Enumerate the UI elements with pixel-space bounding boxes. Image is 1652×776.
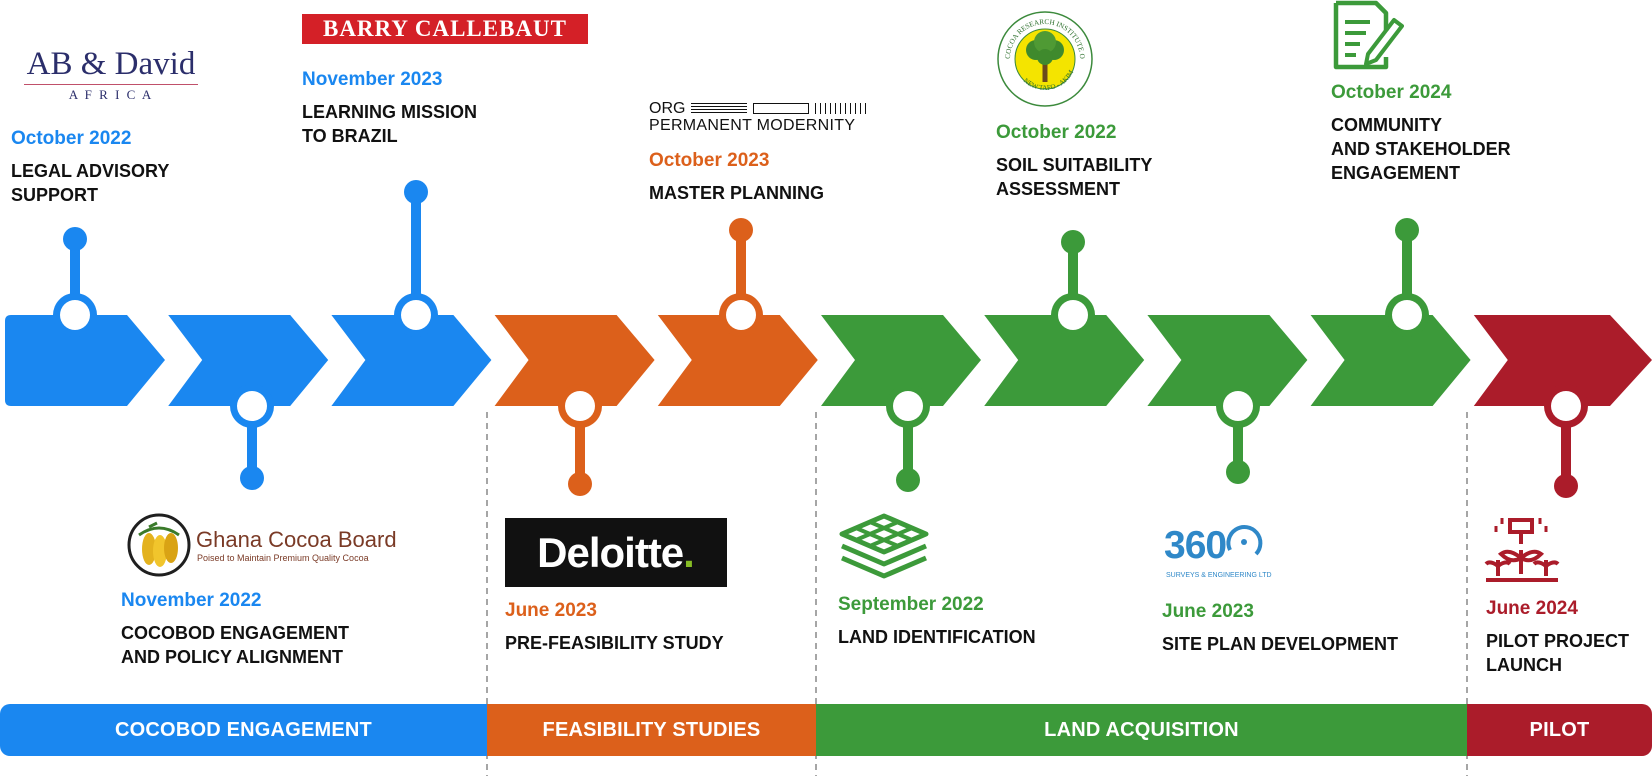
phase-feasibility-studies: FEASIBILITY STUDIES	[487, 704, 816, 756]
chevron-segment	[168, 315, 329, 406]
milestone-title-line: COCOBOD ENGAGEMENT	[121, 623, 350, 643]
phase-cocobod-engagement: COCOBOD ENGAGEMENT	[0, 704, 487, 756]
milestone-date: June 2023	[1162, 601, 1254, 622]
chevron-segment	[1310, 315, 1471, 406]
chevron-segment	[494, 315, 655, 406]
milestone-title-line: SUPPORT	[11, 185, 99, 205]
milestone-date: November 2023	[302, 69, 443, 90]
chevron-segment	[1473, 315, 1652, 406]
milestone-title: LEGAL ADVISORY SUPPORT	[11, 159, 169, 207]
document-edit-icon	[1333, 0, 1404, 70]
milestone-pin	[1216, 384, 1260, 484]
milestone-pin	[1544, 384, 1588, 498]
milestone-title-line: PRE-FEASIBILITY STUDY	[505, 633, 724, 653]
milestone-date: June 2024	[1486, 598, 1578, 619]
milestone-date: October 2024	[1331, 82, 1452, 103]
milestone-title-line: SITE PLAN DEVELOPMENT	[1162, 634, 1399, 654]
milestone-title-line: LEGAL ADVISORY	[11, 161, 170, 181]
milestone-title-line: ASSESSMENT	[996, 179, 1121, 199]
milestone-date: October 2023	[649, 150, 770, 171]
milestone-date: October 2022	[996, 122, 1117, 143]
milestone-title-line: MASTER PLANNING	[649, 183, 824, 203]
land-layers-icon	[839, 513, 929, 579]
milestone-title: PRE-FEASIBILITY STUDY	[505, 631, 724, 655]
milestone-title-line: LAUNCH	[1486, 655, 1562, 675]
chevron-segment	[331, 315, 492, 406]
milestone-title: COMMUNITY AND STAKEHOLDER ENGAGEMENT	[1331, 113, 1511, 185]
360-surveys-logo: 360 SURVEYS & ENGINEERING LTD	[1162, 520, 1272, 590]
arc-icon	[1226, 525, 1263, 556]
chevron-segment	[657, 315, 818, 406]
milestone-title-line: COMMUNITY	[1331, 115, 1442, 135]
barry-callebaut-logo: BARRY CALLEBAUT	[302, 14, 588, 44]
chevron-segment	[5, 315, 165, 406]
chevron-segment	[821, 315, 981, 406]
milestone-date: November 2022	[121, 590, 262, 611]
milestone-pin	[394, 180, 438, 337]
milestone-title-line: PILOT PROJECT	[1486, 631, 1630, 651]
milestone-title: SOIL SUITABILITY ASSESSMENT	[996, 153, 1152, 201]
milestone-title: LEARNING MISSION TO BRAZIL	[302, 100, 477, 148]
milestone-pin	[1051, 230, 1095, 337]
milestone-title: MASTER PLANNING	[649, 181, 824, 205]
phase-dividers	[486, 412, 1468, 776]
milestone-title: LAND IDENTIFICATION	[838, 625, 1036, 649]
milestone-date: October 2022	[11, 128, 132, 149]
sprout-irrigation-icon	[1484, 518, 1560, 582]
phase-label: FEASIBILITY STUDIES	[542, 718, 761, 741]
milestone-date: September 2022	[838, 594, 984, 615]
milestone-title: PILOT PROJECT LAUNCH	[1486, 629, 1629, 677]
timeline-pins	[53, 180, 1588, 498]
cocoa-research-institute-seal: COCOA RESEARCH INSTITUTE OF GHANA NEW TA…	[996, 10, 1093, 107]
milestone-pin	[558, 384, 602, 496]
milestone-title-line: AND POLICY ALIGNMENT	[121, 647, 344, 667]
milestone-title: COCOBOD ENGAGEMENT AND POLICY ALIGNMENT	[121, 621, 349, 669]
milestone-pin	[230, 384, 274, 490]
milestone-title: SITE PLAN DEVELOPMENT	[1162, 632, 1398, 656]
phase-label: COCOBOD ENGAGEMENT	[115, 718, 372, 741]
chevron-segment	[1147, 315, 1308, 406]
org-permanent-modernity-logo: ORG PERMANENT MODERNITY	[649, 100, 879, 135]
phase-label: PILOT	[1529, 718, 1590, 741]
phase-land-acquisition: LAND ACQUISITION	[816, 704, 1467, 756]
milestone-title-line: AND STAKEHOLDER	[1331, 139, 1511, 159]
phase-label: LAND ACQUISITION	[1044, 718, 1239, 741]
deloitte-logo: Deloitte.	[505, 518, 727, 587]
timeline-chevrons	[5, 315, 1652, 406]
milestone-date: June 2023	[505, 600, 597, 621]
milestone-title-line: TO BRAZIL	[302, 126, 398, 146]
milestone-pin	[719, 218, 763, 337]
milestone-pin	[886, 384, 930, 492]
milestone-pin	[53, 227, 97, 337]
ab-david-africa-logo: AB & David A F R I C A	[18, 46, 204, 103]
phase-pilot: PILOT	[1467, 704, 1652, 756]
milestone-title-line: ENGAGEMENT	[1331, 163, 1461, 183]
chevron-segment	[984, 315, 1145, 406]
cocoa-pod-icon	[127, 513, 191, 577]
milestone-title-line: LEARNING MISSION	[302, 102, 478, 122]
milestone-title-line: SOIL SUITABILITY	[996, 155, 1153, 175]
milestone-pin	[1385, 218, 1429, 337]
ghana-cocoa-board-logo: Ghana Cocoa Board Poised to Maintain Pre…	[127, 512, 397, 578]
milestone-title-line: LAND IDENTIFICATION	[838, 627, 1036, 647]
